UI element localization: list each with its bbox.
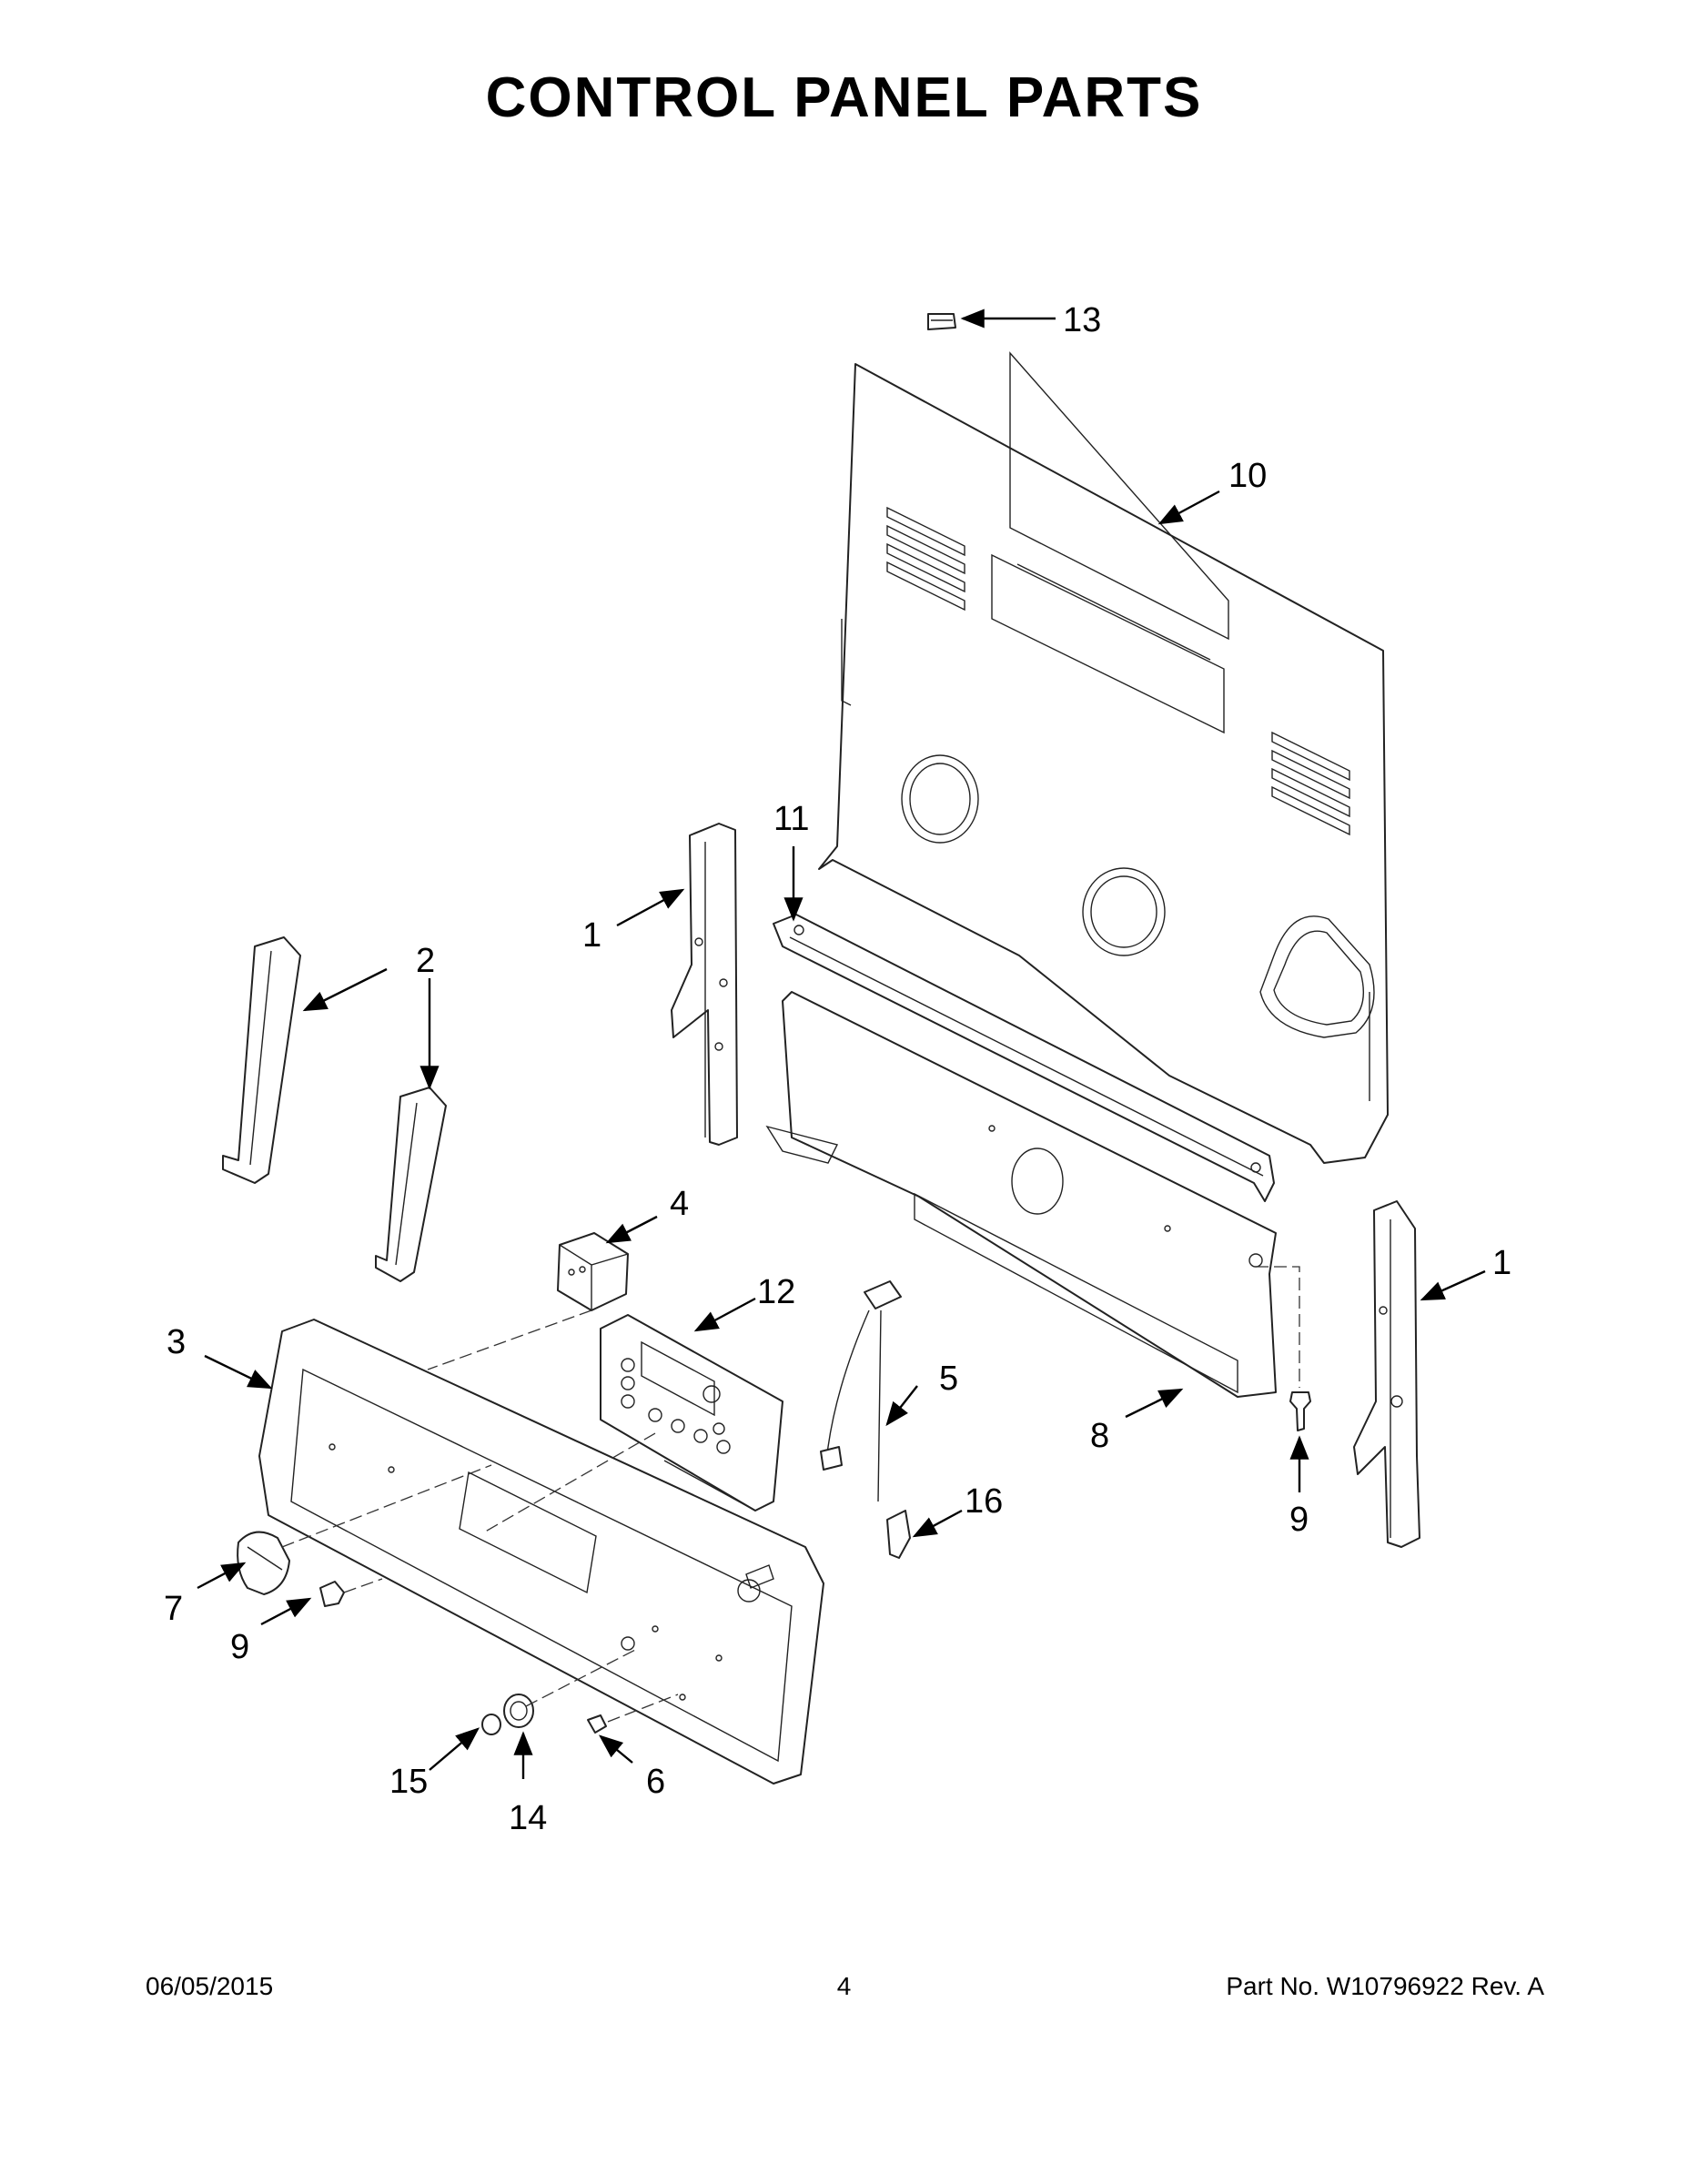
screw-13-part — [927, 313, 956, 330]
screw-6-part — [587, 1714, 607, 1734]
control-board-part — [600, 1314, 783, 1512]
fitting-part — [886, 1510, 911, 1559]
rear-shield-part — [818, 351, 1389, 1164]
screw-9-left-part — [319, 1581, 345, 1607]
callout-11: 11 — [773, 800, 809, 838]
footer-date: 06/05/2015 — [146, 1972, 274, 2000]
assembly-lines — [281, 1266, 1300, 1723]
callout-8: 8 — [1090, 1417, 1109, 1455]
callout-4: 4 — [670, 1185, 689, 1223]
side-bracket-right-part — [1353, 1200, 1420, 1548]
footer-part-number: Part No. W10796922 Rev. A — [1226, 1972, 1544, 2000]
callout-labels: 13 10 11 1 2 4 1 12 3 5 8 9 16 7 9 15 14… — [164, 301, 1511, 1837]
footer-page-number: 4 — [836, 1972, 852, 2000]
callout-7: 7 — [164, 1590, 183, 1628]
callout-5: 5 — [939, 1360, 958, 1398]
callout-14: 14 — [509, 1799, 547, 1837]
cube-part — [557, 1232, 629, 1311]
button-part — [503, 1694, 534, 1728]
callout-10: 10 — [1228, 457, 1267, 495]
callout-15: 15 — [389, 1763, 428, 1801]
callout-16: 16 — [965, 1482, 1003, 1521]
end-cap-upper-part — [222, 936, 301, 1184]
control-console-part — [258, 1319, 824, 1785]
trim-strip-part — [773, 914, 1275, 1202]
callout-12: 12 — [757, 1273, 795, 1311]
callout-2: 2 — [416, 942, 435, 980]
page-title: CONTROL PANEL PARTS — [485, 66, 1203, 129]
end-cap-lower-part — [375, 1087, 447, 1282]
control-bracket-part — [765, 991, 1277, 1398]
callout-1-right: 1 — [1492, 1244, 1511, 1282]
callout-9-left: 9 — [230, 1628, 249, 1666]
side-bracket-left-part — [671, 823, 738, 1146]
leader-arrows — [197, 308, 1486, 1779]
callout-6: 6 — [646, 1763, 665, 1801]
callout-13: 13 — [1063, 301, 1101, 339]
button-cap-part — [481, 1714, 501, 1735]
callout-9-right: 9 — [1289, 1501, 1309, 1539]
callout-3: 3 — [167, 1323, 186, 1361]
knob-part — [237, 1531, 290, 1595]
callout-1-left: 1 — [582, 916, 601, 955]
screw-9-right-part — [1289, 1391, 1311, 1431]
wire-harness-part — [820, 1280, 902, 1502]
